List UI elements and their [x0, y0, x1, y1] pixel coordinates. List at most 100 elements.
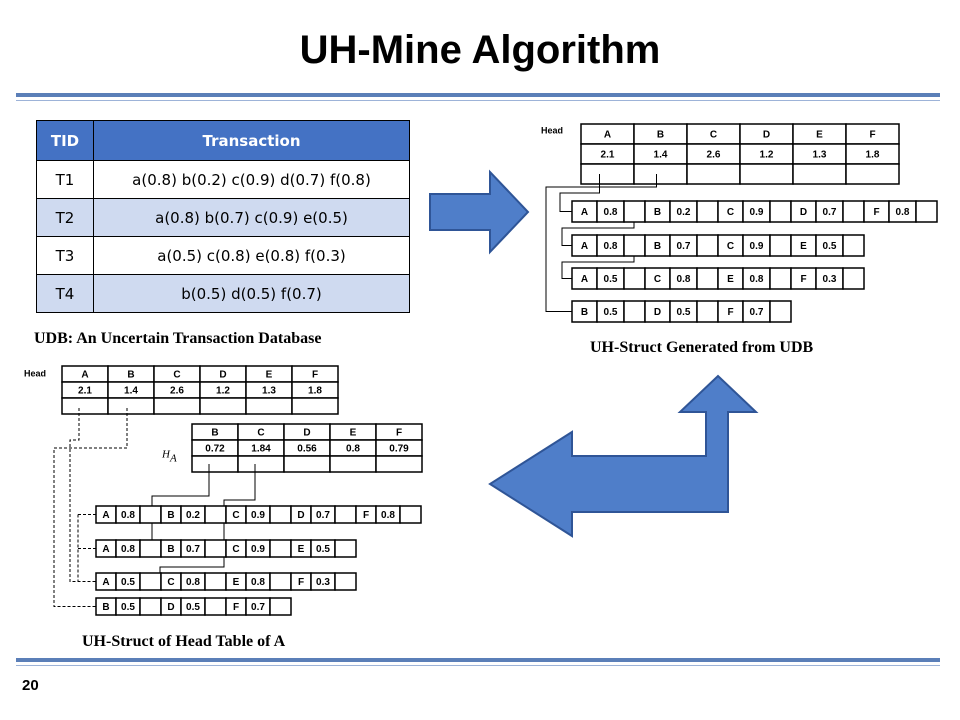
ha-row-3-node-pointer — [334, 572, 357, 591]
ha-link-c — [223, 464, 256, 506]
udb-row-3-node-item-label: F — [800, 274, 806, 285]
ha-row-4-node-pointer — [204, 597, 227, 616]
head-a-caption: UH-Struct of Head Table of A — [82, 633, 286, 650]
head-item-label: C — [710, 130, 717, 141]
udb-row-3-node-pointer — [842, 267, 865, 290]
udb-row-4-node-value-label: 0.5 — [604, 307, 618, 318]
ha-item-label: D — [303, 428, 310, 439]
head-bottom-item-label: A — [81, 370, 88, 381]
head-pointer-cell — [739, 163, 794, 185]
udb-row-4-node-item-label: B — [581, 307, 588, 318]
head-bottom-pointer-cell — [291, 397, 339, 415]
udb-row-2-node-item-label: E — [800, 241, 807, 252]
head-bottom-item-label: B — [127, 370, 134, 381]
ha-row-1-node-item-label: B — [167, 510, 174, 521]
udb-row-4-node-pointer — [623, 300, 646, 323]
udb-row-4-node-item-label: D — [654, 307, 661, 318]
ha-row-3-node-value-label: 0.8 — [186, 577, 200, 588]
udb-row-1-node-value-label: 0.2 — [677, 207, 691, 218]
udb-row-3-node-item-label: E — [727, 274, 734, 285]
udb-row-2-node-item-label: B — [654, 241, 661, 252]
ha-row-4-node-item-label: F — [233, 602, 239, 613]
table-row: T2 a(0.8) b(0.7) c(0.9) e(0.5) — [36, 198, 410, 237]
ha-row-4-node-value-label: 0.5 — [186, 602, 200, 613]
head-bottom-value-label: 2.1 — [78, 386, 92, 397]
head-pointer-cell — [845, 163, 900, 185]
link-row2-row3 — [561, 256, 635, 279]
ha-row-3-node-value-label: 0.5 — [121, 577, 135, 588]
ha-row-3-node-item-label: E — [233, 577, 240, 588]
ha-row-1-node-value-label: 0.8 — [381, 510, 395, 521]
head-bottom-item-label: C — [173, 370, 180, 381]
udb-row-2-node-value-label: 0.9 — [750, 241, 764, 252]
head-bottom-pointer-cell — [245, 397, 293, 415]
head-item-label: E — [816, 130, 823, 141]
ha-row-1-node-item-label: D — [297, 510, 304, 521]
udb-row-1-node-item-label: F — [873, 207, 879, 218]
head-label-bottom: Head — [24, 368, 46, 378]
udb-transaction: a(0.5) c(0.8) e(0.8) f(0.3) — [93, 236, 410, 275]
head-pointer-cell — [580, 163, 635, 185]
udb-tid: T2 — [36, 198, 94, 237]
ha-row-4-node-pointer — [139, 597, 162, 616]
head-value-label: 2.6 — [707, 150, 721, 161]
link-row1-row2 — [561, 222, 635, 246]
ha-row-3-node-item-label: C — [167, 577, 174, 588]
ha-value-label: 0.56 — [297, 444, 317, 455]
head-value-label: 2.1 — [601, 150, 615, 161]
udb-row-3-node-pointer — [696, 267, 719, 290]
head-bottom-value-label: 2.6 — [170, 386, 184, 397]
head-value-label: 1.8 — [866, 150, 880, 161]
ha-item-label: F — [396, 428, 402, 439]
udb-row-2-node-value-label: 0.7 — [677, 241, 691, 252]
ha-link-c-row3 — [159, 557, 225, 573]
udb-row-4-node-item-label: F — [727, 307, 733, 318]
udb-row-1-node-pointer — [769, 200, 792, 223]
udb-row-1-node-value-label: 0.9 — [750, 207, 764, 218]
head-bottom-value-label: 1.4 — [124, 386, 138, 397]
ha-row-2-node-item-label: C — [232, 544, 239, 555]
corner-arrow — [488, 374, 759, 538]
ha-value-label: 1.84 — [251, 444, 271, 455]
udb-row-1-node-value-label: 0.8 — [604, 207, 618, 218]
ha-link-b — [151, 464, 210, 506]
ha-value-label: 0.72 — [205, 444, 225, 455]
ha-row-3-node-pointer — [269, 572, 292, 591]
ha-pointer-cell — [329, 455, 377, 473]
head-bottom-pointer-cell — [107, 397, 155, 415]
ha-row-1-node-value-label: 0.7 — [316, 510, 330, 521]
ha-row-3-node-value-label: 0.8 — [251, 577, 265, 588]
udb-row-3-node-value-label: 0.3 — [823, 274, 837, 285]
ha-row-2-node-item-label: E — [298, 544, 305, 555]
ha-row-1-node-value-label: 0.8 — [121, 510, 135, 521]
table-row: T1 a(0.8) b(0.2) c(0.9) d(0.7) f(0.8) — [36, 160, 410, 199]
udb-row-2-node-pointer — [842, 234, 865, 257]
struct-caption: UH-Struct Generated from UDB — [590, 339, 814, 356]
udb-table: TID Transaction T1 a(0.8) b(0.2) c(0.9) … — [36, 120, 410, 313]
ha-row-4-node-value-label: 0.7 — [251, 602, 265, 613]
udb-row-1-node-pointer — [623, 200, 646, 223]
ha-row-2-node-value-label: 0.5 — [316, 544, 330, 555]
ha-row-4-node-item-label: D — [167, 602, 174, 613]
dash-link-b — [53, 408, 128, 607]
udb-tid: T1 — [36, 160, 94, 199]
ha-label: H — [161, 449, 171, 461]
ha-item-label: C — [257, 428, 264, 439]
head-bottom-item-label: F — [312, 370, 318, 381]
ha-row-3-node-item-label: A — [102, 577, 109, 588]
udb-row-3-node-value-label: 0.8 — [750, 274, 764, 285]
udb-tid: T4 — [36, 274, 94, 313]
head-item-label: B — [657, 130, 664, 141]
top-rule — [16, 93, 940, 97]
ha-row-1-node-value-label: 0.9 — [251, 510, 265, 521]
head-bottom-pointer-cell — [199, 397, 247, 415]
table-row: T4 b(0.5) d(0.5) f(0.7) — [36, 274, 410, 313]
udb-row-4-node-pointer — [769, 300, 792, 323]
udb-row-1-node-value-label: 0.7 — [823, 207, 837, 218]
head-item-label: F — [869, 130, 875, 141]
ha-row-1-node-pointer — [334, 505, 357, 524]
udb-row-2-node-item-label: C — [727, 241, 734, 252]
